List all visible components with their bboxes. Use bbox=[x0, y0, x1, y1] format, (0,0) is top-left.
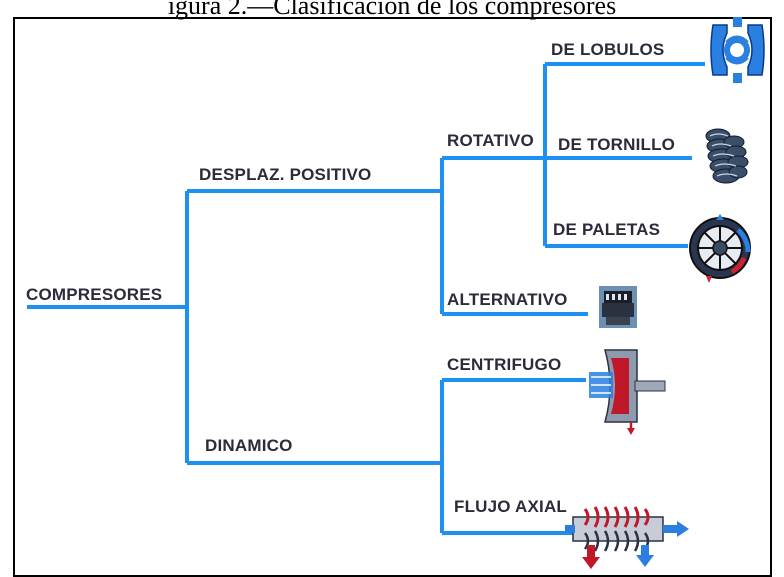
reciprocating-label: ALTERNATIVO bbox=[447, 290, 568, 309]
rotary-label: ROTATIVO bbox=[447, 131, 534, 150]
vane-compressor-icon bbox=[689, 214, 751, 283]
screw-compressor-icon bbox=[705, 128, 749, 184]
centrifugal-label: CENTRIFUGO bbox=[447, 355, 562, 374]
positive-displacement-label: DESPLAZ. POSITIVO bbox=[199, 165, 372, 184]
screw-label: DE TORNILLO bbox=[558, 135, 676, 154]
root-label: COMPRESORES bbox=[26, 285, 163, 304]
dynamic-label: DINAMICO bbox=[205, 436, 293, 455]
lobe-compressor-icon bbox=[710, 17, 765, 83]
figure-caption: igura 2.—Clasificación de los compresore… bbox=[167, 0, 617, 20]
axial-compressor-icon bbox=[565, 506, 689, 569]
lobes-label: DE LOBULOS bbox=[551, 40, 665, 59]
reciprocating-compressor-icon bbox=[599, 286, 637, 328]
vane-label: DE PALETAS bbox=[553, 220, 661, 239]
centrifugal-compressor-icon bbox=[589, 349, 666, 435]
axial-label: FLUJO AXIAL bbox=[454, 497, 568, 516]
